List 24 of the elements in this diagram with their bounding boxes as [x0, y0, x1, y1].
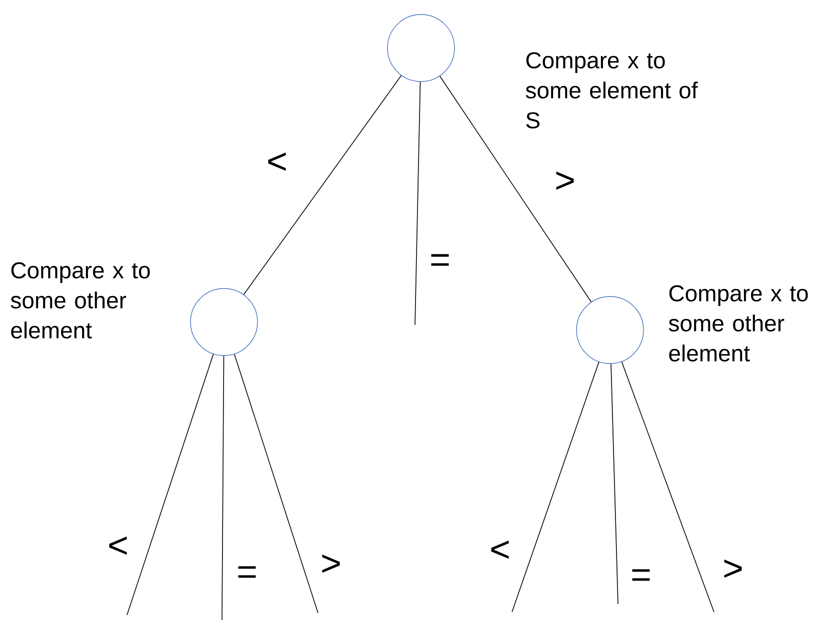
tree-branch [222, 355, 224, 620]
edge-label: > [322, 554, 340, 573]
tree-branch [610, 363, 618, 604]
tree-node-circle [387, 14, 455, 82]
tree-branch [621, 361, 714, 612]
edge-label: = [431, 254, 449, 266]
tree-node-circle [190, 288, 258, 356]
node-caption: Compare x to some other element [668, 285, 808, 362]
edge-label: = [238, 566, 256, 578]
tree-branch [439, 76, 592, 302]
node-caption: Compare x to some other element [10, 262, 150, 338]
node-caption: Compare x to some element of S [526, 52, 698, 128]
edge-label: < [268, 152, 286, 171]
edge-label: > [724, 560, 742, 578]
tree-branch [234, 354, 318, 614]
tree-node-circle [576, 296, 644, 364]
tree-branch [414, 81, 421, 326]
edge-label: < [109, 536, 127, 555]
tree-branch [243, 75, 402, 295]
tree-branch [512, 362, 600, 612]
edge-label: < [491, 540, 509, 559]
edge-label: > [556, 172, 574, 190]
tree-branch [126, 354, 214, 616]
edge-label: = [632, 569, 650, 581]
